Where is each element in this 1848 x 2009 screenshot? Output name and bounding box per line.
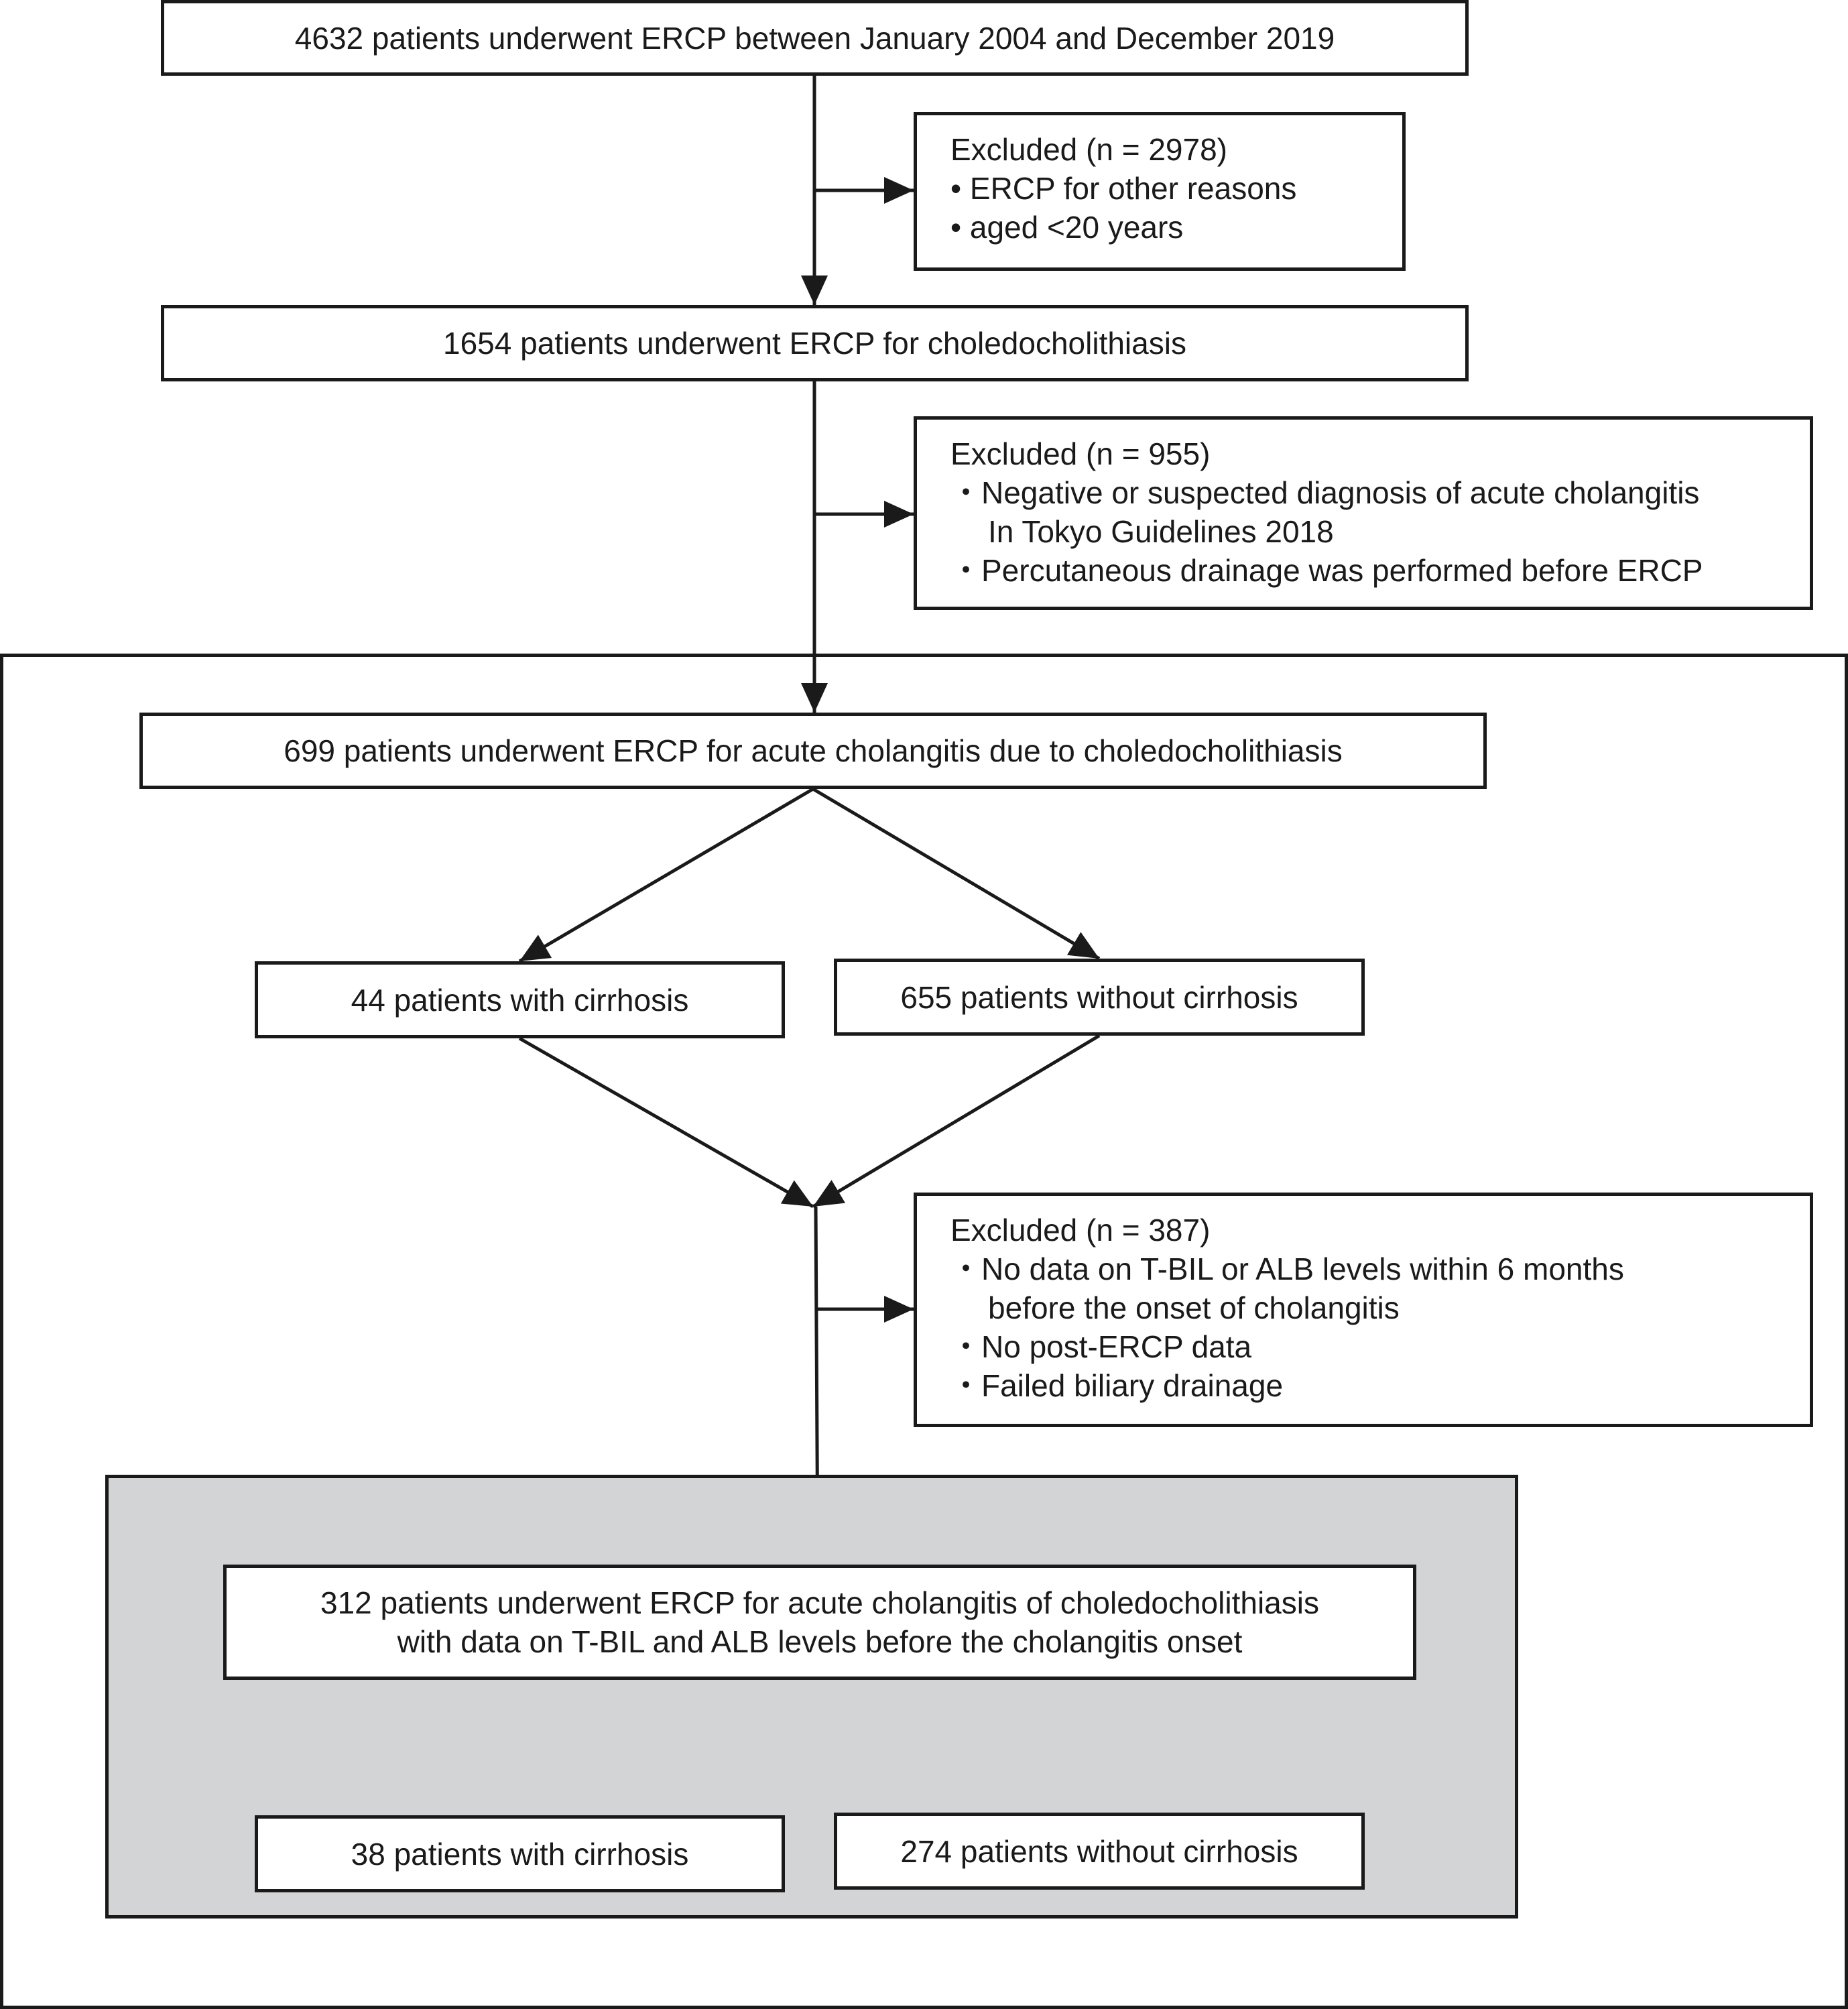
- final-cohort-box: 312 patients underwent ERCP for acute ch…: [223, 1565, 1416, 1680]
- excluded-387-item: No data on T-BIL or ALB levels within 6 …: [981, 1252, 1624, 1286]
- arrowhead-to-excluded-387: [884, 1296, 914, 1323]
- arrowhead-to-acute-cholangitis: [801, 683, 828, 713]
- merge-line-right: [812, 1034, 1101, 1209]
- split-line-right-1: [812, 787, 1101, 961]
- without-cirrhosis-655-text: 655 patients without cirrhosis: [900, 979, 1298, 1015]
- excluded-2978-item: ERCP for other reasons: [969, 171, 1297, 206]
- without-cirrhosis-274-text: 274 patients without cirrhosis: [900, 1833, 1298, 1869]
- excluded-955-box: Excluded (n = 955) ・Negative or suspecte…: [914, 416, 1813, 610]
- excluded-955-title: Excluded (n = 955): [950, 436, 1211, 471]
- acute-cholangitis-box: 699 patients underwent ERCP for acute ch…: [139, 713, 1487, 789]
- excluded-2978-box: Excluded (n = 2978) • ERCP for other rea…: [914, 112, 1406, 271]
- excluded-2978-item: aged <20 years: [969, 210, 1184, 245]
- excluded-955-item: Percutaneous drainage was performed befo…: [981, 553, 1703, 588]
- excluded-955-item: Negative or suspected diagnosis of acute…: [981, 475, 1700, 510]
- excluded-387-title: Excluded (n = 387): [950, 1213, 1211, 1247]
- study-population-frame: [0, 654, 1848, 2009]
- excluded-387-box: Excluded (n = 387) ・No data on T-BIL or …: [914, 1193, 1813, 1427]
- without-cirrhosis-655-box: 655 patients without cirrhosis: [834, 959, 1365, 1036]
- acute-cholangitis-text: 699 patients underwent ERCP for acute ch…: [284, 733, 1343, 768]
- bullet-icon: ・: [950, 475, 981, 510]
- with-cirrhosis-38-box: 38 patients with cirrhosis: [255, 1815, 785, 1892]
- excluded-2978-title: Excluded (n = 2978): [950, 132, 1227, 167]
- excluded-387-item: Failed biliary drainage: [981, 1368, 1284, 1403]
- without-cirrhosis-274-box: 274 patients without cirrhosis: [834, 1813, 1365, 1890]
- excluded-955-item-continuation: In Tokyo Guidelines 2018: [988, 514, 1334, 549]
- arrowhead-to-excluded-955: [884, 501, 914, 528]
- choledocholithiasis-box: 1654 patients underwent ERCP for choledo…: [161, 305, 1469, 381]
- arrowhead-to-with-cirrhosis-44: [519, 934, 552, 961]
- with-cirrhosis-44-text: 44 patients with cirrhosis: [351, 982, 689, 1018]
- all-ercp-text: 4632 patients underwent ERCP between Jan…: [294, 20, 1335, 56]
- bullet-icon: ・: [950, 1329, 981, 1364]
- with-cirrhosis-44-box: 44 patients with cirrhosis: [255, 961, 785, 1038]
- with-cirrhosis-38-text: 38 patients with cirrhosis: [351, 1836, 689, 1872]
- choledocholithiasis-text: 1654 patients underwent ERCP for choledo…: [443, 326, 1186, 361]
- arrowhead-merge-right: [813, 1180, 846, 1207]
- split-line-left-1: [518, 787, 814, 963]
- arrowhead-merge-left: [780, 1180, 813, 1207]
- bullet-icon: ・: [950, 1368, 981, 1403]
- bullet-icon: •: [950, 210, 962, 245]
- excluded-387-item: No post-ERCP data: [981, 1329, 1252, 1364]
- arrowhead-to-without-cirrhosis-655: [1066, 932, 1099, 959]
- final-cohort-text-line-2: with data on T-BIL and ALB levels before…: [397, 1624, 1243, 1659]
- bullet-icon: ・: [950, 553, 981, 588]
- arrowhead-to-excluded-2978: [884, 177, 914, 204]
- excluded-387-item-continuation: before the onset of cholangitis: [988, 1290, 1400, 1325]
- bullet-icon: •: [950, 171, 962, 206]
- final-cohort-text-line-1: 312 patients underwent ERCP for acute ch…: [320, 1585, 1319, 1620]
- all-ercp-box: 4632 patients underwent ERCP between Jan…: [161, 0, 1469, 76]
- arrowhead-to-choledocholithiasis: [801, 276, 828, 305]
- bullet-icon: ・: [950, 1252, 981, 1286]
- merge-line-left: [518, 1036, 814, 1209]
